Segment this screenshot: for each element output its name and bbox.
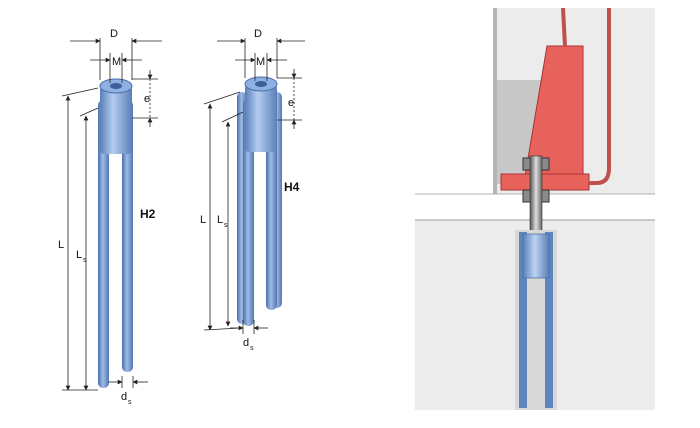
h2-label-ds-sub: s — [128, 399, 132, 406]
anchor-rod-right — [545, 232, 553, 408]
shoe-rebar-right — [589, 8, 611, 185]
shoe-base-plate — [500, 173, 590, 191]
shoe-rebar-left — [561, 8, 567, 47]
h2-label-ds: d — [121, 391, 127, 403]
h2-label-M: M — [112, 56, 121, 68]
h4-label-Ls: L — [217, 214, 223, 226]
installation-section-svg — [415, 8, 655, 410]
h2-label-D: D — [110, 28, 118, 40]
h4-type-label: H4 — [284, 180, 300, 194]
h2-rod-left — [98, 100, 109, 388]
h4-label-e: e — [288, 97, 294, 109]
column-edge — [493, 8, 497, 194]
h2-label-e: e — [144, 93, 150, 105]
h2-label-Ls-sub: s — [83, 257, 87, 264]
h2-label-Ls: L — [76, 249, 82, 261]
h4-label-ds-sub: s — [250, 345, 254, 352]
h4-sleeve — [245, 84, 277, 152]
h2-sleeve — [100, 86, 132, 154]
h4-dimensions — [203, 38, 305, 334]
h4-label-Ls-sub: s — [224, 222, 228, 229]
h4-label-ds: d — [243, 337, 249, 349]
anchor-rod-left — [519, 232, 527, 408]
h4-label-L: L — [200, 214, 206, 226]
h4-thread-hole — [255, 81, 267, 87]
h2-rod-right — [122, 100, 133, 372]
h4-anchor — [237, 76, 282, 326]
anchor-dimension-drawing: D M e L L s d s H2 — [40, 8, 340, 420]
anchor-bolt — [529, 155, 543, 237]
h4-rod-front-left — [243, 98, 254, 326]
h2-type-label: H2 — [140, 207, 156, 221]
installation-section-drawing — [415, 8, 655, 410]
h4-label-M: M — [256, 56, 265, 68]
anchor-dimension-svg: D M e L L s d s H2 — [58, 28, 305, 406]
h4-label-D: D — [254, 28, 262, 40]
anchor-sleeve — [522, 233, 550, 279]
h2-label-L: L — [58, 239, 64, 251]
h2-anchor — [98, 78, 133, 388]
h2-thread-hole — [110, 83, 122, 89]
h2-dimensions — [61, 38, 162, 391]
